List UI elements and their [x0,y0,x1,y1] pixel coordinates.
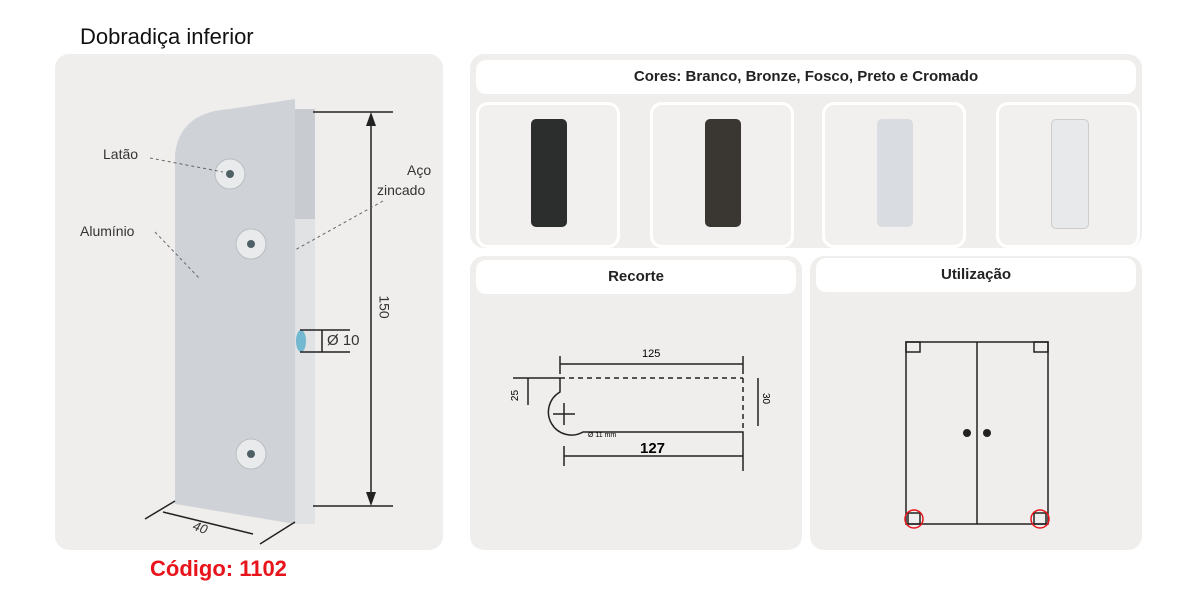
door-drawing [904,341,1050,529]
page-title: Dobradiça inferior [80,24,254,49]
product-code: Código: 1102 [150,556,287,581]
dim-height: 150 [376,295,393,319]
swatch-chrome [996,102,1140,248]
cutout-header: Recorte [476,260,796,294]
label-brass: Latão [103,146,139,162]
swatch-bronze [650,102,794,248]
hinge-drawing [144,99,393,545]
hinge-plate [175,99,295,524]
product-panel: Latão Alumínio Aço zincado 150 Ø 10 40 [55,54,443,550]
dim-25: 25 [510,389,522,402]
dim-125: 125 [642,348,661,360]
colors-header: Cores: Branco, Bronze, Fosco, Preto e Cr… [476,60,1136,94]
usage-header: Utilização [816,258,1136,292]
dim-30: 30 [760,392,772,405]
usage-panel [810,256,1142,550]
label-steel-2: zincado [377,182,426,198]
dim-127: 127 [640,440,666,457]
cutout-panel: 125 127 25 30 Ø 11 mm [470,256,802,550]
pin-icon [296,330,306,352]
dim-pin: Ø 10 [327,332,360,349]
dim-radius: Ø 11 mm [588,432,617,439]
swatch-black [476,102,620,248]
label-aluminium: Alumínio [80,223,135,239]
cutout-drawing [513,356,759,471]
label-steel-1: Aço [407,162,432,178]
swatch-white [822,102,966,248]
